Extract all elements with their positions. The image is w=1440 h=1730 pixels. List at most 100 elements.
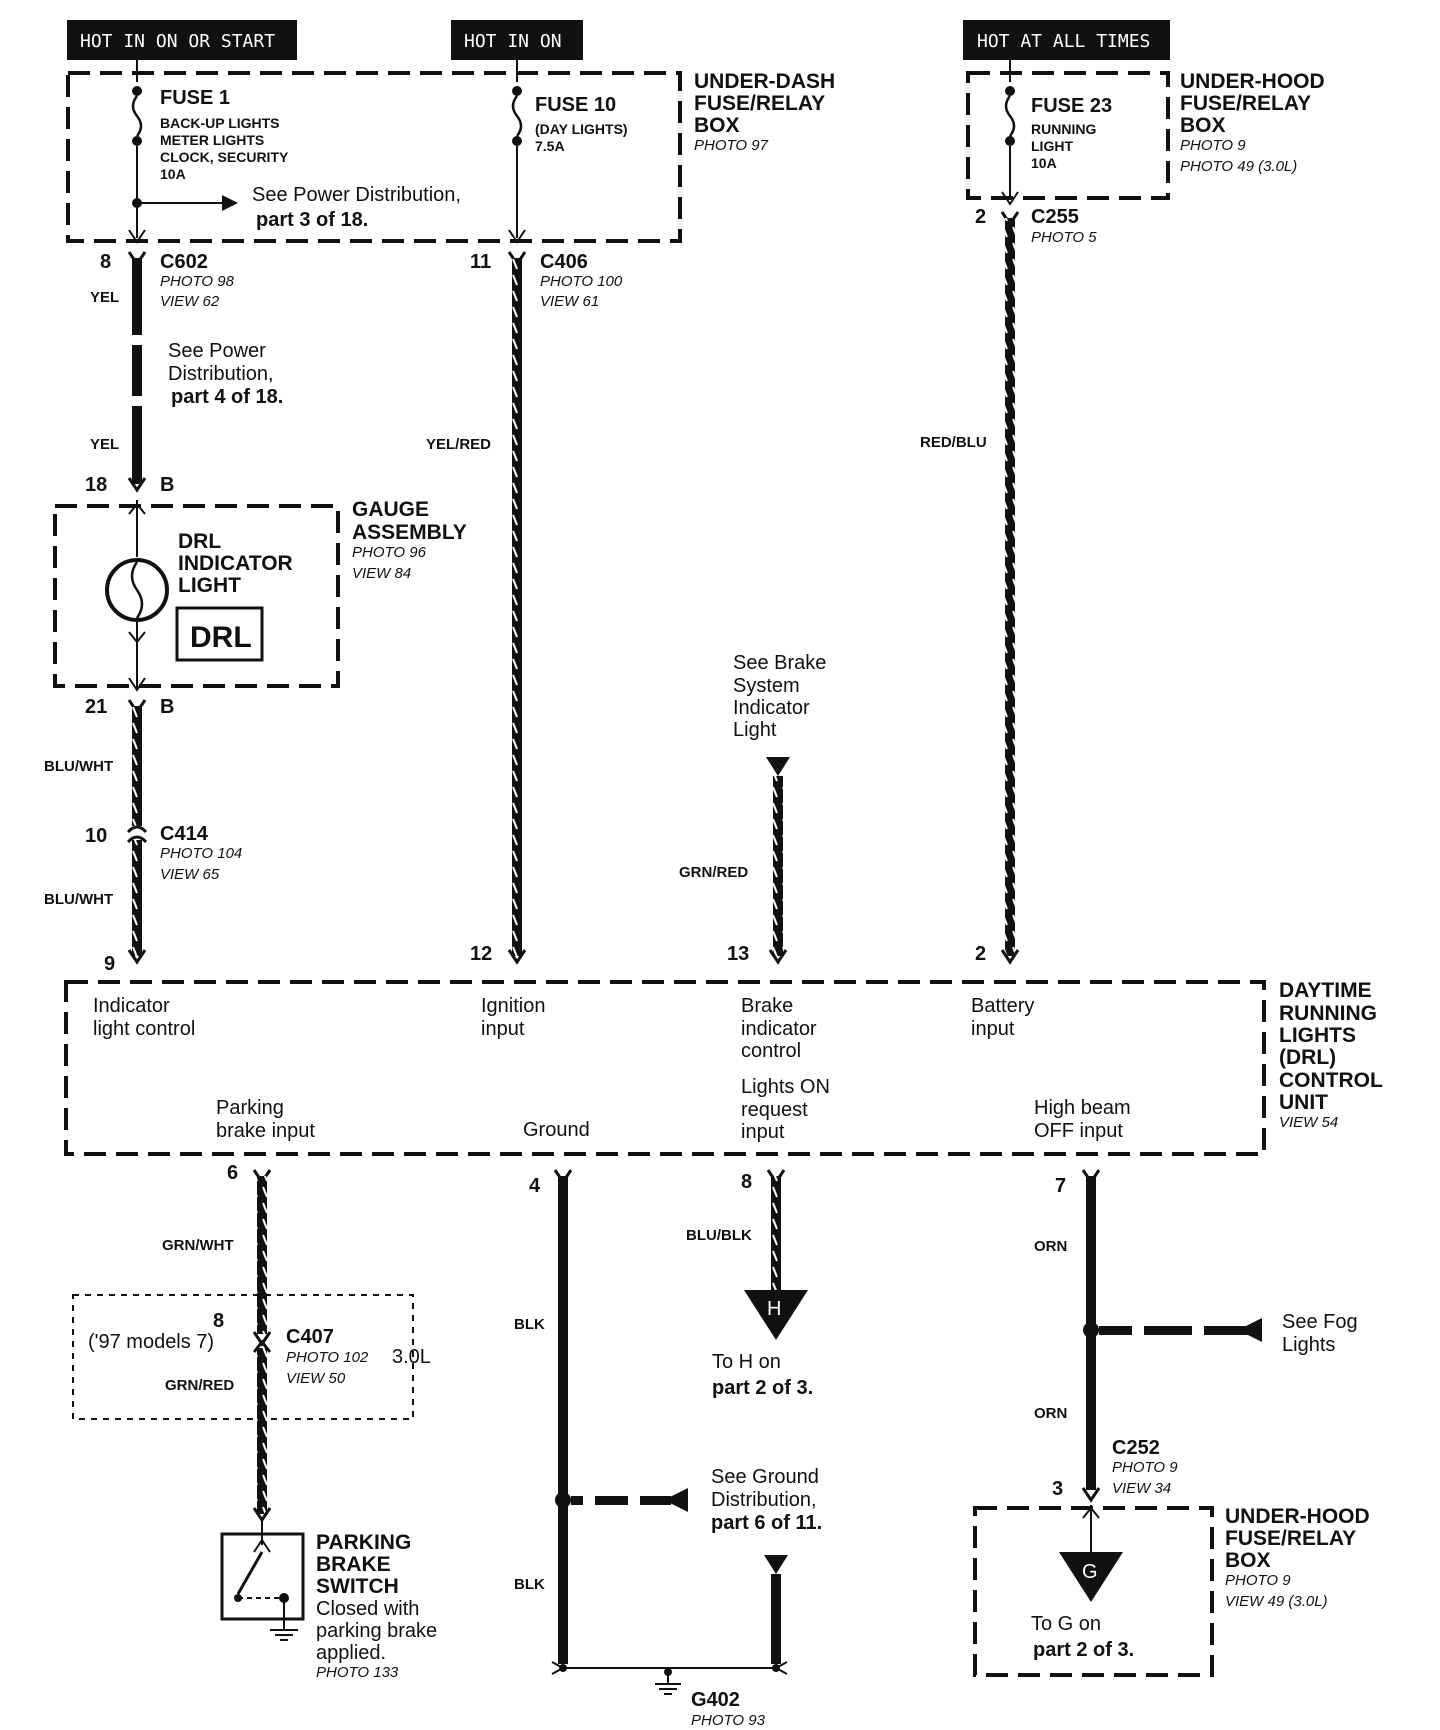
gauge-assembly-box: [53, 504, 340, 688]
svg-text:DRL: DRL: [178, 530, 221, 553]
to-g-letter: G: [1082, 1561, 1098, 1583]
svg-text:UNDER-DASH: UNDER-DASH: [694, 70, 835, 93]
g402-name: G402: [691, 1689, 740, 1711]
see-pd4-l3: part 4 of 18.: [171, 386, 283, 408]
wire-grn-red: [766, 757, 790, 965]
svg-text:request: request: [741, 1099, 808, 1121]
svg-text:METER LIGHTS: METER LIGHTS: [160, 132, 264, 148]
svg-text:input: input: [741, 1121, 785, 1143]
svg-text:System: System: [733, 675, 800, 697]
svg-text:CONTROL: CONTROL: [1279, 1069, 1383, 1092]
svg-text:LIGHT: LIGHT: [1031, 138, 1073, 154]
svg-text:HOT IN ON: HOT IN ON: [464, 31, 562, 52]
wire-blu-blk: H: [744, 1169, 808, 1340]
svg-text:BOX: BOX: [1225, 1549, 1271, 1572]
wire-red-blu-label: RED/BLU: [920, 434, 987, 451]
wire-grn-red-label-2: GRN/RED: [165, 1377, 234, 1394]
header-hot-in-on: HOT IN ON: [451, 20, 583, 60]
svg-text:ASSEMBLY: ASSEMBLY: [352, 521, 467, 544]
svg-text:HOT AT ALL TIMES: HOT AT ALL TIMES: [977, 31, 1150, 52]
drl-pin-4: 4: [529, 1175, 541, 1197]
svg-text:HOT IN ON OR START: HOT IN ON OR START: [80, 31, 275, 52]
wire-blu-wht: [126, 699, 148, 965]
c407-3-0l-box: [72, 1294, 414, 1420]
svg-text:BOX: BOX: [694, 114, 740, 137]
svg-text:Ground: Ground: [523, 1119, 590, 1141]
svg-text:UNDER-HOOD: UNDER-HOOD: [1225, 1505, 1370, 1528]
wire-blk-ground: [551, 1169, 788, 1695]
wire-blu-wht-label-2: BLU/WHT: [44, 891, 113, 908]
svg-text:indicator: indicator: [741, 1018, 817, 1040]
svg-text:FUSE/RELAY: FUSE/RELAY: [1225, 1527, 1356, 1550]
under-hood-bottom-view: VIEW 49 (3.0L): [1225, 1593, 1328, 1610]
wire-yel-red-label: YEL/RED: [426, 436, 491, 453]
see-ground-part: part 6 of 11.: [711, 1512, 822, 1534]
c252-view: VIEW 34: [1112, 1480, 1171, 1497]
fuse10-circuit: (DAY LIGHTS): [535, 121, 628, 137]
wire-orn-label-2: ORN: [1034, 1405, 1067, 1422]
see-pd4-l2: Distribution,: [168, 363, 274, 385]
svg-text:light control: light control: [93, 1018, 195, 1040]
gauge-pin-out-letter: B: [160, 696, 174, 718]
c252-photo: PHOTO 9: [1112, 1459, 1178, 1476]
wire-blu-blk-label: BLU/BLK: [686, 1227, 752, 1244]
fuse-10: [508, 60, 526, 244]
svg-text:RUNNING: RUNNING: [1279, 1002, 1377, 1025]
svg-text:LIGHTS: LIGHTS: [1279, 1024, 1356, 1047]
wire-red-blu: [1000, 211, 1020, 965]
see-pd4-l1: See Power: [168, 340, 266, 362]
drl-pin-2: 2: [975, 943, 986, 965]
fuse10-rating: 7.5A: [535, 138, 565, 154]
see-fog-l1: See Fog: [1282, 1311, 1358, 1333]
svg-text:parking brake: parking brake: [316, 1620, 437, 1642]
c414-view: VIEW 65: [160, 866, 220, 883]
gauge-pin-in-letter: B: [160, 474, 174, 496]
under-hood-bottom-photo: PHOTO 9: [1225, 1572, 1291, 1589]
under-hood-box-top-label: UNDER-HOOD FUSE/RELAY BOX: [1180, 70, 1325, 137]
to-g-l2: part 2 of 3.: [1033, 1639, 1134, 1661]
c406-name: C406: [540, 251, 588, 273]
drl-pin-9: 9: [104, 953, 115, 975]
see-brake-system-note: See Brake System Indicator Light: [733, 652, 826, 741]
svg-text:INDICATOR: INDICATOR: [178, 552, 293, 575]
svg-text:UNIT: UNIT: [1279, 1091, 1328, 1114]
svg-text:control: control: [741, 1040, 801, 1062]
under-dash-fuse-box: [66, 71, 682, 243]
c407-photo: PHOTO 102: [286, 1349, 369, 1366]
fuse1-circuits: BACK-UP LIGHTS METER LIGHTS CLOCK, SECUR…: [160, 115, 289, 182]
svg-text:Battery: Battery: [971, 995, 1034, 1017]
svg-text:Indicator: Indicator: [733, 697, 810, 719]
header-hot-at-all-times: HOT AT ALL TIMES: [963, 20, 1170, 60]
svg-text:BOX: BOX: [1180, 114, 1226, 137]
wire-orn-label-1: ORN: [1034, 1238, 1067, 1255]
c255-photo: PHOTO 5: [1031, 229, 1097, 246]
svg-text:GAUGE: GAUGE: [352, 498, 429, 521]
see-pd3-l1: See Power Distribution,: [252, 184, 461, 206]
drl-unit-terminal-labels: Indicator light control Ignition input B…: [93, 995, 1131, 1143]
svg-text:RUNNING: RUNNING: [1031, 121, 1096, 137]
see-fog-l2: Lights: [1282, 1334, 1335, 1356]
parking-brake-switch-desc: Closed with parking brake applied.: [316, 1598, 437, 1664]
under-hood-box-bottom-label: UNDER-HOOD FUSE/RELAY BOX: [1225, 1505, 1370, 1572]
see-ground-distribution: See Ground Distribution,: [711, 1466, 819, 1511]
drl-indicator-bulb-icon: [105, 500, 169, 692]
c252-pin: 3: [1052, 1478, 1063, 1500]
gauge-photo: PHOTO 96: [352, 544, 427, 561]
drl-pin-13: 13: [727, 943, 749, 965]
c407-name: C407: [286, 1326, 334, 1348]
svg-text:Closed with: Closed with: [316, 1598, 419, 1620]
fuse-1: [128, 60, 238, 244]
svg-text:(DRL): (DRL): [1279, 1046, 1336, 1069]
c602-photo: PHOTO 98: [160, 273, 235, 290]
to-h-l2: part 2 of 3.: [712, 1377, 813, 1399]
c407-view: VIEW 50: [286, 1370, 346, 1387]
svg-text:BACK-UP LIGHTS: BACK-UP LIGHTS: [160, 115, 280, 131]
svg-text:Light: Light: [733, 719, 777, 741]
svg-text:DAYTIME: DAYTIME: [1279, 979, 1372, 1002]
wire-yel-red: [507, 251, 527, 965]
svg-text:See Ground: See Ground: [711, 1466, 819, 1488]
c602-pin: 8: [100, 251, 111, 273]
svg-text:brake input: brake input: [216, 1120, 315, 1142]
see-pd3-l2: part 3 of 18.: [256, 209, 368, 231]
